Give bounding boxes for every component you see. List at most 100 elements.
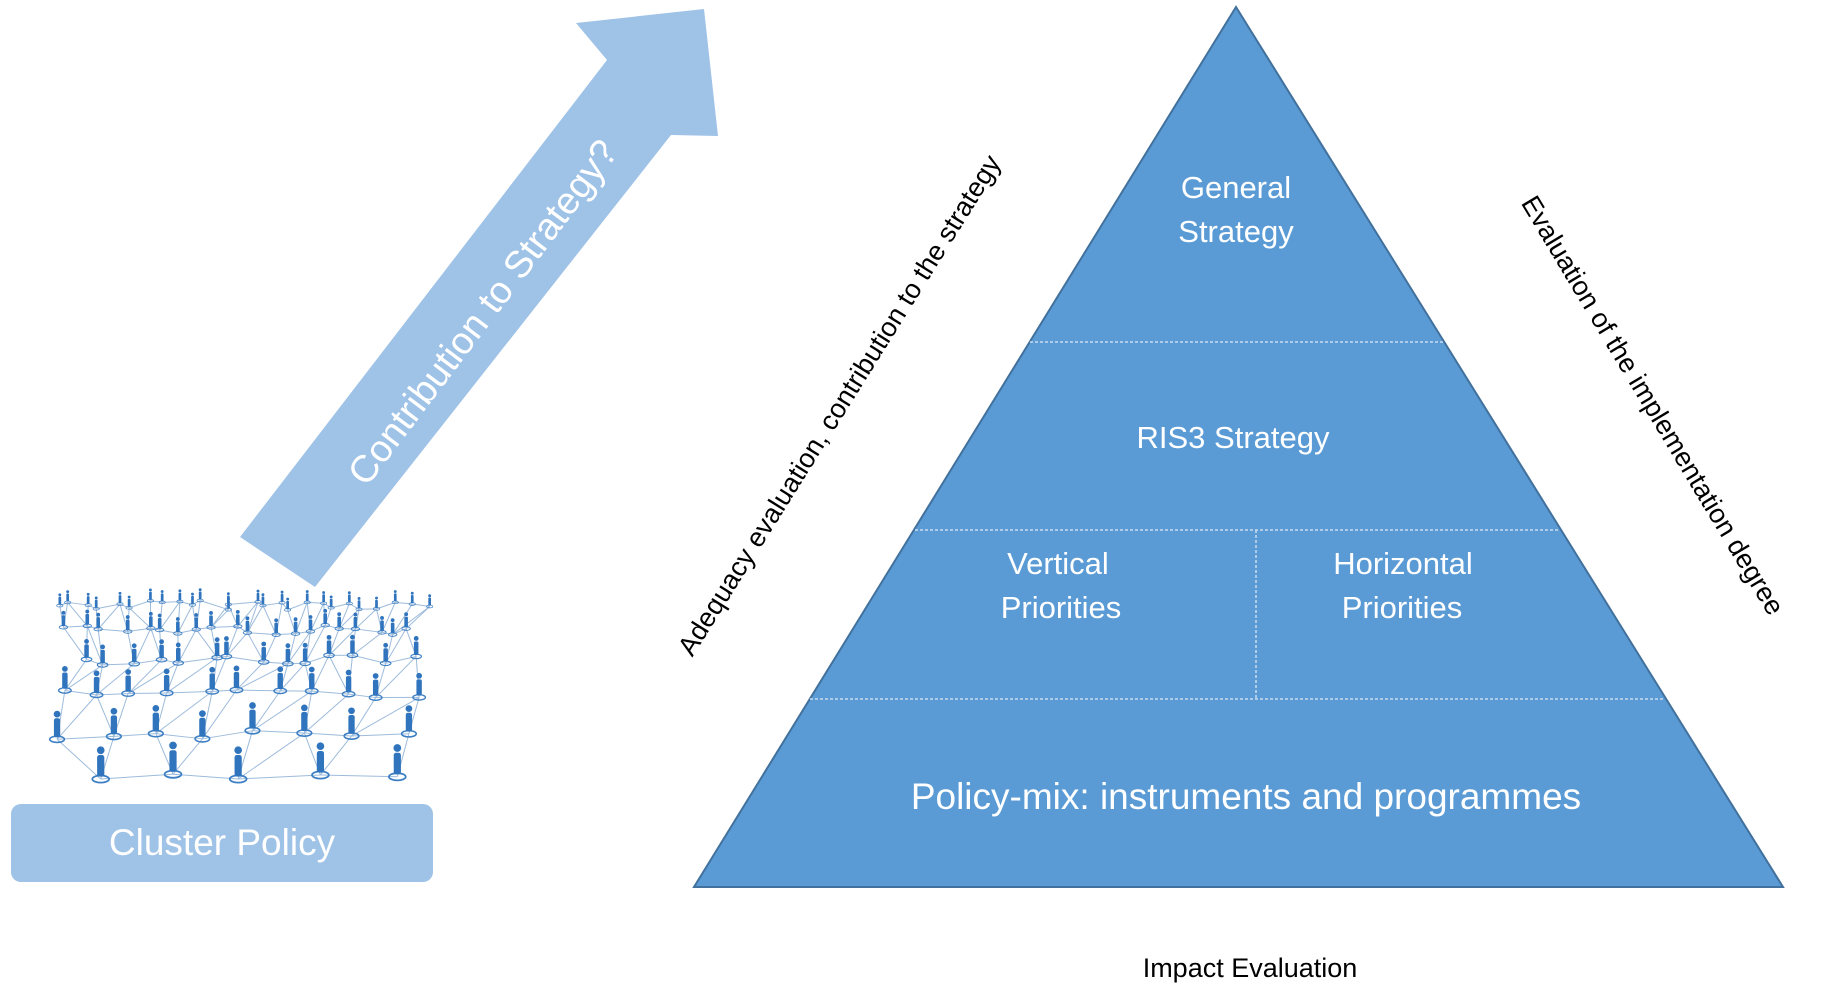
person-icon [194, 710, 211, 743]
person-icon [64, 590, 72, 605]
person-icon [229, 665, 244, 694]
person-icon [146, 611, 156, 631]
network-link [57, 735, 114, 740]
policy-mix-label: Policy-mix: instruments and programmes [911, 776, 1581, 817]
person-icon [220, 636, 233, 660]
person-icon [327, 595, 335, 610]
person-icon [233, 609, 243, 629]
network-link [295, 630, 311, 635]
arrow-label: Contribution to Strategy? [340, 132, 627, 493]
person-icon [408, 591, 416, 606]
network-link [201, 689, 237, 740]
person-icon [377, 616, 387, 635]
person-icon [57, 666, 72, 694]
person-icon [116, 591, 124, 606]
person-icon [125, 595, 133, 610]
network-link [381, 602, 396, 633]
person-icon [56, 593, 64, 608]
network-link [150, 600, 163, 603]
person-icon [91, 746, 111, 784]
network-link [172, 738, 203, 775]
person-icon [284, 597, 292, 612]
person-icon [341, 669, 356, 698]
horizontal-priorities-line1: Horizontal [1333, 546, 1473, 581]
network-link [247, 632, 277, 636]
person-icon [206, 611, 216, 630]
network-link [177, 604, 193, 634]
person-icon [121, 669, 136, 697]
people-network-icon [48, 588, 434, 784]
network-link [236, 661, 265, 691]
network-link [392, 606, 430, 635]
network-link [375, 656, 417, 698]
person-icon [82, 609, 92, 629]
network-link [376, 601, 396, 610]
network-link [119, 603, 130, 609]
network-link [196, 626, 212, 630]
person-icon [282, 643, 294, 667]
person-icon [387, 618, 398, 637]
network-link [320, 735, 352, 776]
person-icon [92, 596, 100, 611]
person-icon [304, 666, 319, 695]
person-icon [228, 746, 248, 784]
person-icon [303, 590, 311, 605]
network-link [252, 730, 305, 734]
person-icon [343, 707, 360, 740]
cluster-policy-label: Cluster Policy [108, 822, 336, 863]
network-link [56, 738, 102, 780]
network-link [87, 625, 99, 630]
person-icon [211, 637, 223, 661]
network-link [67, 602, 88, 627]
network-link [262, 605, 277, 635]
network-link [86, 625, 104, 666]
person-icon [368, 673, 383, 701]
person-icon [48, 710, 66, 744]
person-icon [373, 596, 380, 611]
person-icon [244, 702, 261, 735]
network-link [325, 624, 340, 630]
network-link [177, 629, 197, 664]
person-icon [93, 612, 103, 632]
impact-evaluation-label: Impact Evaluation [1143, 953, 1358, 983]
network-link [166, 690, 213, 694]
network-link [287, 631, 311, 664]
network-link [96, 693, 129, 696]
person-icon [299, 642, 311, 667]
network-link [96, 603, 121, 610]
network-link [263, 661, 288, 665]
network-link [307, 601, 324, 604]
person-icon [426, 594, 434, 609]
person-icon [355, 597, 363, 611]
network-link [310, 624, 326, 632]
person-icon [334, 612, 344, 631]
person-icon [388, 744, 407, 782]
person-icon [196, 588, 204, 603]
network-link [381, 631, 393, 636]
network-link [159, 629, 178, 634]
general-strategy-line2: Strategy [1178, 214, 1294, 249]
network-link [310, 603, 325, 632]
network-link [323, 602, 332, 609]
network-link [295, 602, 308, 634]
network-link [64, 690, 97, 696]
network-link [178, 657, 218, 664]
vertical-priorities-line2: Priorities [1001, 590, 1122, 625]
network-link [351, 696, 420, 737]
network-link [59, 601, 68, 607]
person-icon [296, 704, 313, 737]
network-link [276, 633, 296, 636]
person-icon [172, 642, 185, 666]
network-link [202, 730, 253, 740]
network-link [128, 600, 151, 609]
network-link [228, 601, 259, 605]
person-icon [188, 592, 196, 607]
strategy-pyramid: General Strategy RIS3 Strategy Vertical … [692, 5, 1785, 888]
network-link [405, 606, 431, 629]
network-link [247, 632, 265, 663]
network-link [352, 631, 383, 656]
network-link [287, 601, 308, 611]
vertical-priorities-line1: Vertical [1007, 546, 1109, 581]
network-link [351, 697, 377, 737]
person-icon [242, 616, 253, 635]
